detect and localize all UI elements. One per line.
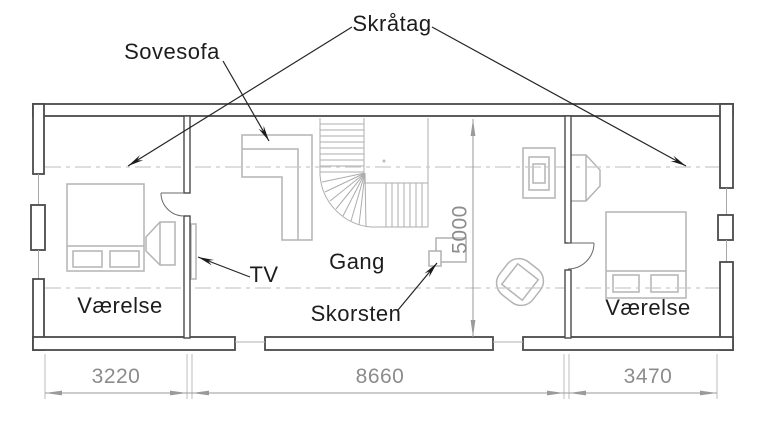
- leader-skraatag-right: [431, 26, 687, 167]
- partition-left-upper: [183, 115, 191, 194]
- tv-unit: [190, 223, 197, 280]
- bed-left: [66, 183, 145, 272]
- staircase: [319, 118, 429, 228]
- wall-bottom-right: [522, 336, 734, 351]
- dimension-lines: [44, 119, 718, 399]
- dimension-arrows: [45, 119, 717, 396]
- leader-sovesofa: [222, 60, 270, 142]
- label-vaerelse-left: Værelse: [77, 293, 163, 318]
- label-vaerelse-right: Værelse: [605, 295, 691, 320]
- door-left-room: [160, 192, 185, 217]
- walls: [30, 103, 734, 351]
- wall-top: [32, 103, 734, 117]
- furniture-layer: [66, 134, 687, 307]
- dimension-middle: 8660: [355, 365, 405, 388]
- dimension-depth: 5000: [448, 205, 472, 254]
- armchair: [495, 257, 545, 307]
- sofa-bed: [241, 134, 313, 241]
- chair-right: [569, 154, 601, 202]
- leader-skraatag-left: [127, 26, 353, 167]
- wall-bottom-left: [32, 336, 236, 351]
- wall-left-upper: [32, 103, 45, 175]
- leader-skorsten: [397, 262, 438, 311]
- leader-tv: [197, 256, 251, 278]
- chair-left: [145, 221, 176, 266]
- door-right-room: [567, 242, 595, 270]
- roof-slope-lines: [45, 166, 719, 289]
- dimension-left-room: 3220: [91, 365, 141, 388]
- label-tv: TV: [249, 262, 279, 287]
- window-left: [30, 204, 46, 251]
- wall-bottom-middle: [264, 336, 494, 351]
- bed-right: [605, 211, 687, 299]
- dresser: [522, 147, 556, 199]
- partition-right-lower: [564, 269, 572, 339]
- label-gang: Gang: [329, 249, 385, 274]
- dimension-right-room: 3470: [623, 365, 673, 388]
- label-skorsten: Skorsten: [310, 301, 402, 326]
- doors: [160, 192, 595, 270]
- partition-left-lower: [183, 215, 191, 339]
- wall-right-upper: [719, 103, 734, 189]
- label-sovesofa: Sovesofa: [124, 39, 220, 64]
- label-skraatag: Skråtag: [352, 11, 432, 36]
- leader-lines: [127, 26, 687, 311]
- window-right: [717, 214, 734, 241]
- partition-right-upper: [564, 115, 572, 244]
